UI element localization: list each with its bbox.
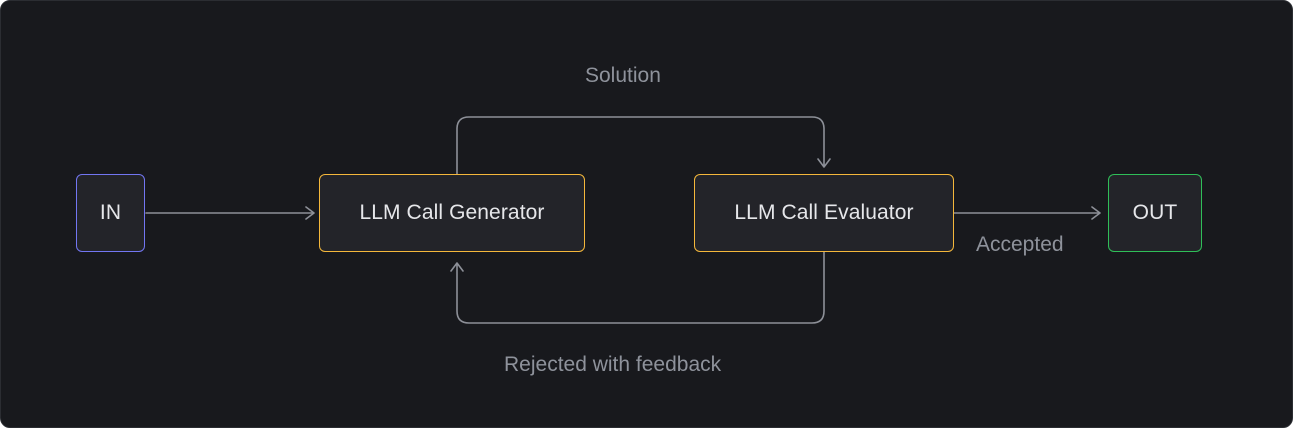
arrow-solution [456,116,831,175]
input-node-label: IN [99,201,122,224]
output-node: OUT [1108,174,1202,252]
solution-label: Solution [585,64,661,87]
generator-node-label: LLM Call Generator [359,201,545,224]
output-node-label: OUT [1132,201,1178,224]
generator-node: LLM Call Generator [319,174,585,252]
input-node: IN [76,174,145,252]
feedback-label: Rejected with feedback [504,353,722,376]
accepted-label: Accepted [976,233,1064,256]
arrow-feedback [450,251,825,324]
evaluator-node: LLM Call Evaluator [694,174,954,252]
arrow-accepted [953,206,1101,220]
arrow-in-to-generator [145,206,315,220]
evaluator-node-label: LLM Call Evaluator [734,201,914,224]
